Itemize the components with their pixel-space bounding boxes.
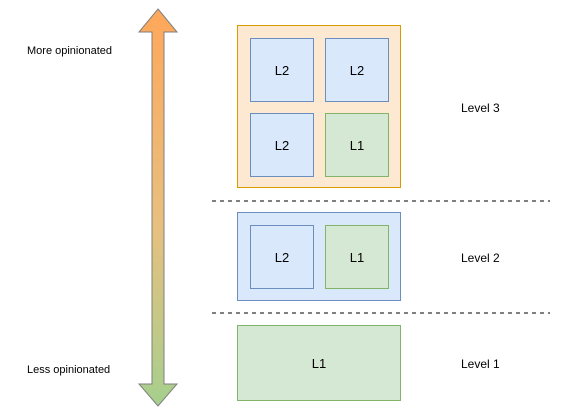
separator-line-upper <box>212 200 550 202</box>
level-1-label: Level 1 <box>461 357 500 371</box>
opinionated-axis-arrow <box>137 8 179 407</box>
level-3-cell-l1-bottom-right: L1 <box>325 113 389 177</box>
more-opinionated-label: More opinionated <box>27 45 113 57</box>
level-2-label: Level 2 <box>461 251 500 265</box>
level-3-cell-l2-top-right: L2 <box>325 38 389 102</box>
level-2-cell-l2: L2 <box>250 225 314 289</box>
less-opinionated-label: Less opinionated <box>27 364 111 376</box>
level-2-cell-l1: L1 <box>325 225 389 289</box>
level-1-cell-l1: L1 <box>311 355 327 371</box>
level-3-label: Level 3 <box>461 101 500 115</box>
level-3-cell-l2-bottom-left: L2 <box>250 113 314 177</box>
separator-line-lower <box>212 312 550 314</box>
level-3-cell-l2-top-left: L2 <box>250 38 314 102</box>
level-3-box: L2 L2 L2 L1 <box>237 25 401 188</box>
level-1-box: L1 <box>237 325 401 401</box>
level-2-box: L2 L1 <box>237 212 401 301</box>
